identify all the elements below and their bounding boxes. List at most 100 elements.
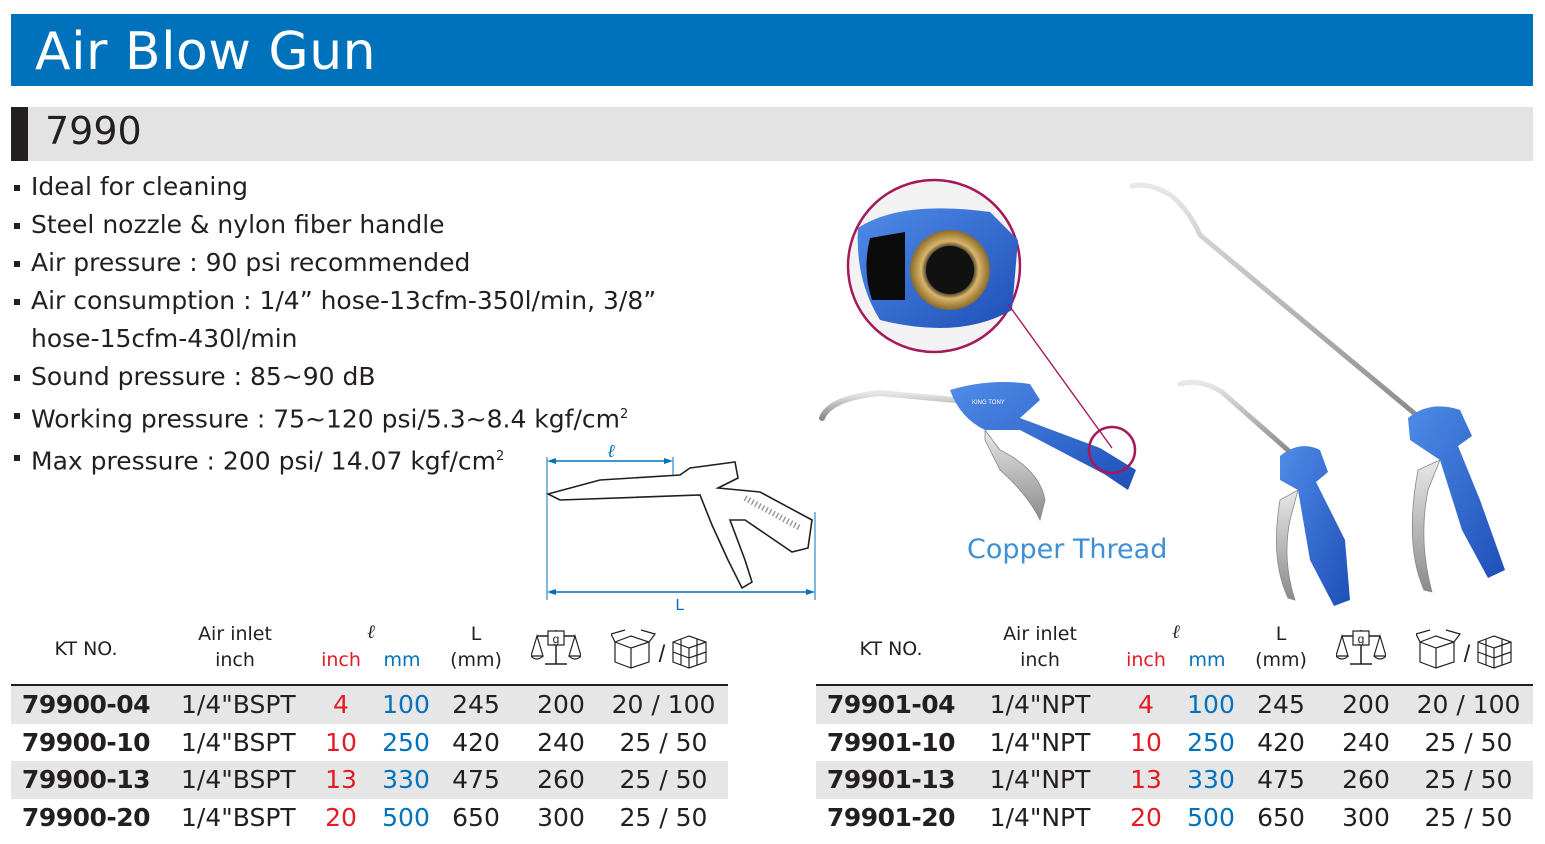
length-cell: 650 [452, 802, 500, 832]
model-number: 7990 [45, 109, 142, 153]
feature-item: Air pressure : 90 psi recommended [12, 244, 732, 282]
ell-mm-cell: 250 [1187, 727, 1235, 757]
pack-separator: / [1464, 641, 1471, 668]
pack-cell: 25 / 50 [1424, 765, 1513, 794]
length-cell: 475 [452, 765, 500, 794]
model-bar: 7990 [11, 107, 1533, 161]
weight-unit: g [1358, 632, 1365, 646]
table-row: 79901-13 1/4"NPT 13 330 475 260 25 / 50 [816, 761, 1533, 799]
col-L: L [1275, 623, 1287, 645]
box-icon: / [611, 629, 707, 669]
ell-mm-cell: 330 [382, 765, 430, 794]
ell-inch-cell: 20 [325, 802, 357, 832]
length-cell: 475 [1257, 765, 1305, 794]
pack-cell: 25 / 50 [619, 727, 708, 757]
ell-inch-cell: 4 [333, 690, 349, 719]
ell-inch-cell: 10 [1130, 727, 1162, 757]
pack-separator: / [659, 641, 666, 668]
air-inlet-cell: 1/4"NPT [989, 690, 1091, 719]
pack-cell: 25 / 50 [1424, 802, 1513, 832]
weight-unit: g [553, 632, 560, 646]
length-cell: 420 [452, 727, 500, 757]
table-header: KT NO. Air inlet inch ℓ inch mm L (mm) g… [816, 618, 1533, 686]
ell-mm-cell: 500 [382, 802, 430, 832]
air-gun-photo-medium [1177, 379, 1350, 606]
col-air-inlet-unit: inch [1020, 649, 1060, 671]
kt-number: 79900-20 [21, 802, 151, 832]
weight-cell: 260 [537, 765, 585, 794]
table-row: 79900-13 1/4"BSPT 13 330 475 260 25 / 50 [11, 761, 728, 799]
feature-item: Max pressure : 200 psi/ 14.07 kgf/cm2 [12, 438, 732, 480]
dimension-ell-label: ℓ [607, 441, 615, 462]
col-L: L [470, 623, 482, 645]
air-inlet-cell: 1/4"BSPT [181, 727, 296, 757]
table-row: 79901-04 1/4"NPT 4 100 245 200 20 / 100 [816, 686, 1533, 724]
air-gun-photo-long [1129, 182, 1505, 593]
air-inlet-cell: 1/4"BSPT [181, 802, 296, 832]
ell-inch-cell: 13 [1130, 765, 1162, 794]
col-ell: ℓ [367, 621, 375, 643]
ell-inch-cell: 10 [325, 727, 357, 757]
feature-item: Sound pressure : 85~90 dB [12, 358, 732, 396]
table-header: KT NO. Air inlet inch ℓ inch mm L (mm) g… [11, 618, 728, 686]
feature-item: Air consumption : 1/4” hose-13cfm-350l/m… [12, 282, 732, 358]
kt-number: 79901-04 [826, 690, 956, 719]
air-inlet-cell: 1/4"NPT [989, 727, 1091, 757]
gun-brand-mark: KING TONY [972, 400, 1005, 406]
col-kt-no: KT NO. [54, 638, 118, 660]
col-ell-mm: mm [1188, 649, 1226, 671]
ell-inch-cell: 20 [1130, 802, 1162, 832]
ell-mm-cell: 100 [1187, 690, 1235, 719]
weight-cell: 200 [1342, 690, 1390, 719]
col-ell: ℓ [1172, 621, 1180, 643]
ell-mm-cell: 500 [1187, 802, 1235, 832]
col-air-inlet: Air inlet [1003, 623, 1077, 645]
col-ell-mm: mm [383, 649, 421, 671]
table-row: 79901-10 1/4"NPT 10 250 420 240 25 / 50 [816, 724, 1533, 762]
table-row: 79901-20 1/4"NPT 20 500 650 300 25 / 50 [816, 799, 1533, 837]
ell-mm-cell: 330 [1187, 765, 1235, 794]
col-ell-inch: inch [321, 649, 361, 671]
length-cell: 420 [1257, 727, 1305, 757]
pack-cell: 25 / 50 [619, 765, 708, 794]
table-row: 79900-20 1/4"BSPT 20 500 650 300 25 / 50 [11, 799, 728, 837]
length-cell: 245 [1257, 690, 1305, 719]
spec-table-bspt: KT NO. Air inlet inch ℓ inch mm L (mm) g… [11, 618, 728, 836]
length-cell: 245 [452, 690, 500, 719]
air-inlet-cell: 1/4"NPT [989, 802, 1091, 832]
pack-cell: 20 / 100 [1416, 690, 1521, 719]
kt-number: 79901-20 [826, 802, 956, 832]
model-accent [11, 107, 28, 161]
length-cell: 650 [1257, 802, 1305, 832]
feature-item: Ideal for cleaning [12, 168, 732, 206]
copper-thread-closeup [846, 178, 1113, 449]
air-inlet-cell: 1/4"NPT [989, 765, 1091, 794]
feature-list: Ideal for cleaning Steel nozzle & nylon … [12, 168, 732, 481]
weight-cell: 300 [1342, 802, 1390, 832]
feature-item: Working pressure : 75~120 psi/5.3~8.4 kg… [12, 396, 732, 438]
weight-cell: 240 [537, 727, 585, 757]
table-row: 79900-04 1/4"BSPT 4 100 245 200 20 / 100 [11, 686, 728, 724]
pack-cell: 25 / 50 [619, 802, 708, 832]
ell-inch-cell: 13 [325, 765, 357, 794]
copper-thread-label: Copper Thread [967, 534, 1168, 565]
weight-cell: 260 [1342, 765, 1390, 794]
weight-cell: 240 [1342, 727, 1390, 757]
kt-number: 79901-10 [826, 727, 956, 757]
col-L-unit: (mm) [450, 649, 502, 671]
feature-item: Steel nozzle & nylon fiber handle [12, 206, 732, 244]
ell-mm-cell: 100 [382, 690, 430, 719]
weight-cell: 300 [537, 802, 585, 832]
air-inlet-cell: 1/4"BSPT [181, 765, 296, 794]
ell-mm-cell: 250 [382, 727, 430, 757]
kt-number: 79901-13 [826, 765, 956, 794]
col-ell-inch: inch [1126, 649, 1166, 671]
kt-number: 79900-10 [21, 727, 151, 757]
page-title: Air Blow Gun [35, 22, 377, 82]
dimension-L-label: L [676, 597, 685, 614]
scale-icon: g [531, 630, 581, 665]
pack-cell: 25 / 50 [1424, 727, 1513, 757]
box-icon: / [1416, 629, 1512, 669]
weight-cell: 200 [537, 690, 585, 719]
